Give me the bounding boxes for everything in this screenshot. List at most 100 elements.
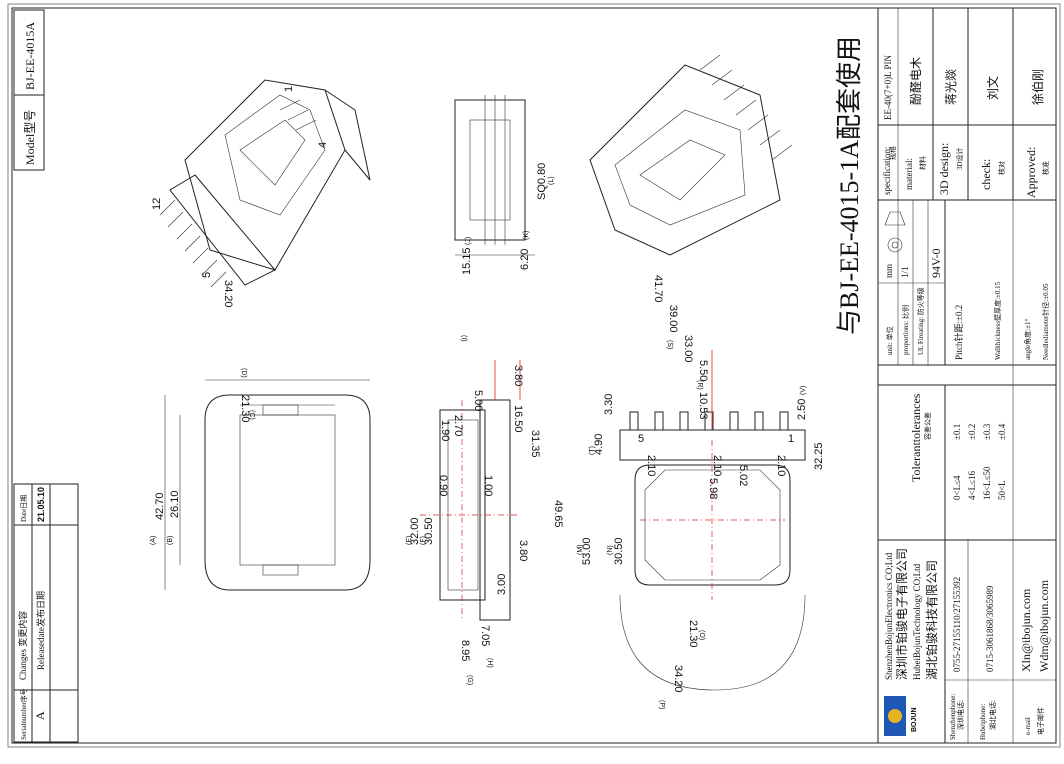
needle-note: Needlediameter针径:±0.05 (1041, 283, 1050, 360)
front-dim-r-tag: (P) (658, 700, 665, 709)
front-dim-g: 4.90 (593, 434, 605, 455)
flange-dim-c: 21.30 (239, 395, 251, 423)
iso-view-right (589, 54, 793, 256)
sec-dim-f: 31.35 (529, 430, 541, 458)
company-name-en-1: ShenzhenBojunElectronics CO;Ltd (884, 552, 894, 680)
model-value: BJ-EE-4015A (23, 22, 37, 90)
pin-row (629, 411, 789, 431)
tolerance-range-2: 4<L≤16 (967, 470, 977, 500)
projection-symbol-icon (884, 211, 906, 253)
changes-block: Serialnumber序号 Changes 变更内容 Date日期 A Rel… (13, 483, 79, 743)
front-dim-j: 2.10 (775, 455, 787, 476)
fire-label: UL Fireating: 防火等级 (916, 287, 925, 355)
sec-dim-b: 5.00 (472, 390, 484, 411)
hb-phone: 0715-3061868/3065989 (985, 585, 995, 672)
sec-dim-m: 3.00 (496, 574, 508, 595)
sec-dim-o-tag: (G) (466, 675, 473, 685)
tolerance-title: Toleranttolerances (909, 393, 923, 482)
changes-row-date: 21.05.10 (36, 487, 46, 522)
changes-header: Changes 变更内容 (17, 611, 28, 680)
check-value: 刘文 (985, 76, 1000, 100)
front-dim-m: 5.02 (737, 465, 749, 486)
side-dim-l: SQ0.80 (536, 163, 548, 200)
design-label-cn: 3D设计 (955, 147, 964, 170)
wall-note: Wallthickness壁厚度:±0.15 (993, 281, 1002, 360)
sec-dim-g: 49.65 (552, 500, 564, 528)
approved-label-cn: 核准 (1041, 161, 1050, 175)
front-dim-d-tag: (R) (696, 380, 703, 390)
tolerance-value-4: ±0.4 (997, 423, 1007, 440)
spec-value: EE-40(7+0)L PIN (883, 55, 893, 120)
sz-phone-label: Shenzhenphone: (949, 694, 957, 740)
design-label: 3D design: (937, 143, 951, 195)
tolerance-value-1: ±0.1 (952, 424, 962, 440)
approved-value: 徐伯刚 (1030, 69, 1045, 105)
model-block: Model型号 BJ-EE-4015A (13, 9, 45, 171)
side-dim-j: 15.15 (461, 247, 473, 275)
flange-dim-d-tag: (D) (240, 368, 247, 378)
sec-dim-i: 1.00 (482, 475, 494, 496)
iso-pin12-label: 12 (151, 198, 163, 210)
unit-label: unit: 单位 (885, 326, 894, 355)
iso-pin1-label: 1 (283, 86, 295, 92)
front-dim-o-tag: (M) (577, 545, 584, 556)
front-dim-h: 2.10 (645, 455, 657, 476)
unit-value: mm (884, 264, 894, 278)
hb-phone-label: Hubeiphone: (979, 704, 987, 740)
front-dim-q: 21.30 (687, 620, 699, 648)
check-label: check: (979, 159, 993, 190)
sheet-outer-border (7, 3, 1061, 748)
front-dim-f: 3.30 (603, 394, 615, 415)
sec-dim-c: 3.80 (512, 365, 524, 386)
front-dim-k: 2.50 (796, 399, 808, 420)
front-dim-a: 41.70 (652, 275, 664, 303)
fire-value: 94V-0 (929, 248, 943, 278)
flange-dim-b-tag: (B) (167, 536, 174, 545)
sz-phone-label-cn: 深圳电话: (956, 700, 965, 730)
pitch-note: Pitch针距:±0.2 (953, 305, 964, 360)
email-label: e-mail (1024, 717, 1032, 735)
proportion-value: 1/1 (900, 266, 910, 278)
section-view: 2.70 (I) 5.00 3.80 1.90 16.50 31.35 49.6… (406, 335, 564, 685)
front-pin-left: 5 (638, 433, 644, 445)
front-dim-i: 2.10 (711, 455, 723, 476)
front-dim-e: 10.53 (697, 392, 709, 420)
check-label-cn: 核对 (997, 161, 1006, 175)
sec-dim-d: 1.90 (439, 420, 451, 441)
heading: 与BJ-EE-4015-1A配套使用 (835, 36, 864, 335)
flange-dim-b: 26.10 (169, 490, 181, 518)
side-view: 15.15 (J) 6.20 (K) SQ0.80 (L) (454, 95, 555, 275)
front-dim-b: 39.00 (667, 305, 679, 333)
side-dim-j-tag: (J) (465, 237, 472, 245)
front-dim-l: 32.25 (813, 442, 825, 470)
iso-pin4-label: 4 (317, 142, 329, 148)
proportion-label: proportions: 比例 (901, 305, 910, 355)
model-label: Model型号 (23, 110, 37, 165)
side-dim-k: 6.20 (519, 249, 531, 270)
front-dim-p-tag: (N) (607, 545, 614, 555)
front-view: 5 1 41.70 39.00 (S) 33.00 5.50 (R) 10.53… (577, 275, 825, 709)
company-name-cn-2: 湖北铂骏科技有限公司 (924, 560, 939, 680)
hb-phone-label-cn: 湖北电话: (988, 700, 997, 730)
angle-note: angle角度:±1° (1023, 319, 1032, 360)
flange-dim-d: 34.20 (222, 280, 234, 308)
material-label: material: (904, 158, 914, 190)
sec-dim-k: 30.50 (423, 517, 435, 545)
company-name-cn-1: 深圳市铂骏电子有限公司 (894, 548, 909, 680)
changes-date-header: Date日期 (20, 495, 28, 522)
email-2: Wdm@ibojun.com (1037, 579, 1051, 672)
flange-view: 42.70 (A) 26.10 (B) 34.20 (D) 21.30 (C) (150, 280, 371, 591)
front-pin-right: 1 (788, 433, 794, 445)
sec-dim-e: 16.50 (512, 405, 524, 433)
front-dim-q-tag: (O) (698, 630, 705, 640)
email-label-cn: 电子邮件 (1036, 707, 1045, 735)
tolerance-value-2: ±0.2 (967, 424, 977, 440)
flange-dim-a: 42.70 (154, 492, 166, 520)
sec-dim-k-tag: (F) (420, 536, 427, 545)
tolerance-range-1: 0<L≤4 (952, 475, 962, 500)
side-dim-l-tag: (L) (548, 176, 555, 185)
iso-view-left: 12 5 1 4 (151, 79, 371, 288)
front-dim-p: 30.50 (613, 537, 625, 565)
flange-dim-a-tag: (A) (150, 536, 157, 545)
